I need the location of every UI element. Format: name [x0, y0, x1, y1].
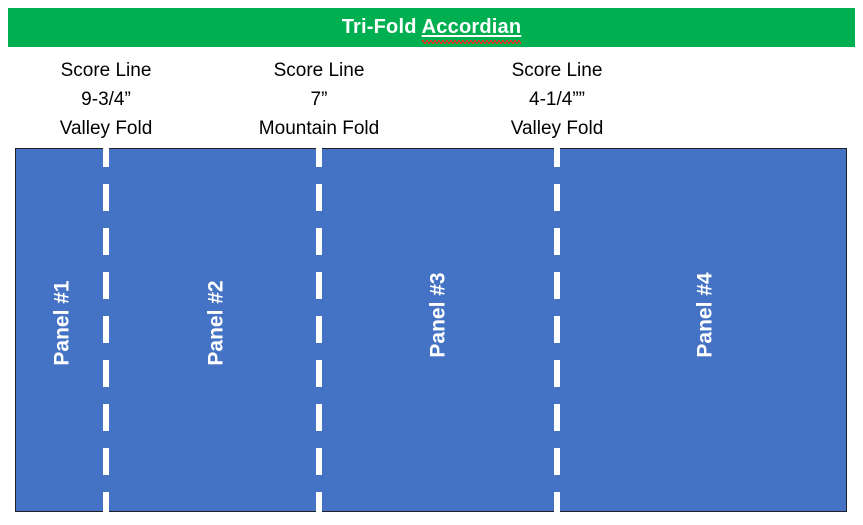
score-line-callout-2: Score Line 7” Mountain Fold [209, 56, 429, 143]
score-line-heading: Score Line [60, 60, 152, 81]
score-line-heading: Score Line [273, 60, 365, 81]
score-line-callout-3: Score Line 4-1/4”” Valley Fold [447, 56, 667, 143]
score-line-dashed-2 [316, 140, 322, 525]
panel-label-1: Panel #1 [50, 280, 74, 366]
page-title-prefix: Tri-Fold [341, 16, 422, 38]
score-line-heading: Score Line [511, 60, 603, 81]
score-line-measurement: 9-3/4” [81, 89, 131, 110]
page-title-misspelled-word: Accordian [421, 16, 522, 38]
score-line-measurement: 7” [310, 89, 328, 110]
score-line-dashed-1 [103, 140, 109, 525]
page-title: Tri-Fold Accordian [342, 16, 522, 39]
header-banner: Tri-Fold Accordian [8, 8, 855, 47]
score-line-fold-type: Valley Fold [59, 118, 153, 139]
panel-label-4: Panel #4 [693, 272, 717, 358]
score-line-dashed-3 [554, 140, 560, 525]
score-line-measurement: 4-1/4”” [529, 89, 585, 110]
panel-label-3: Panel #3 [426, 272, 450, 358]
score-line-fold-type: Valley Fold [510, 118, 604, 139]
score-line-fold-type: Mountain Fold [258, 118, 380, 139]
panel-label-2: Panel #2 [204, 280, 228, 366]
score-line-callout-1: Score Line 9-3/4” Valley Fold [0, 56, 216, 143]
score-line-callouts: Score Line 9-3/4” Valley Fold Score Line… [0, 56, 863, 142]
paper-stock-diagram [15, 148, 847, 512]
